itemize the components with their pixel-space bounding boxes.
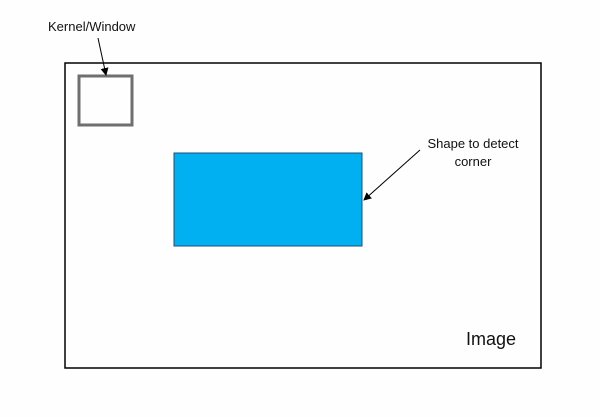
kernel-arrow <box>97 37 109 76</box>
shape-to-detect-label: Shape to detect corner <box>427 136 519 169</box>
image-label: Image <box>466 329 517 349</box>
shape-arrow <box>363 149 421 201</box>
kernel-window-box <box>77 74 134 127</box>
image-frame <box>64 62 542 369</box>
shape-rectangle <box>173 152 363 247</box>
kernel-window-label: Kernel/Window <box>48 19 136 34</box>
